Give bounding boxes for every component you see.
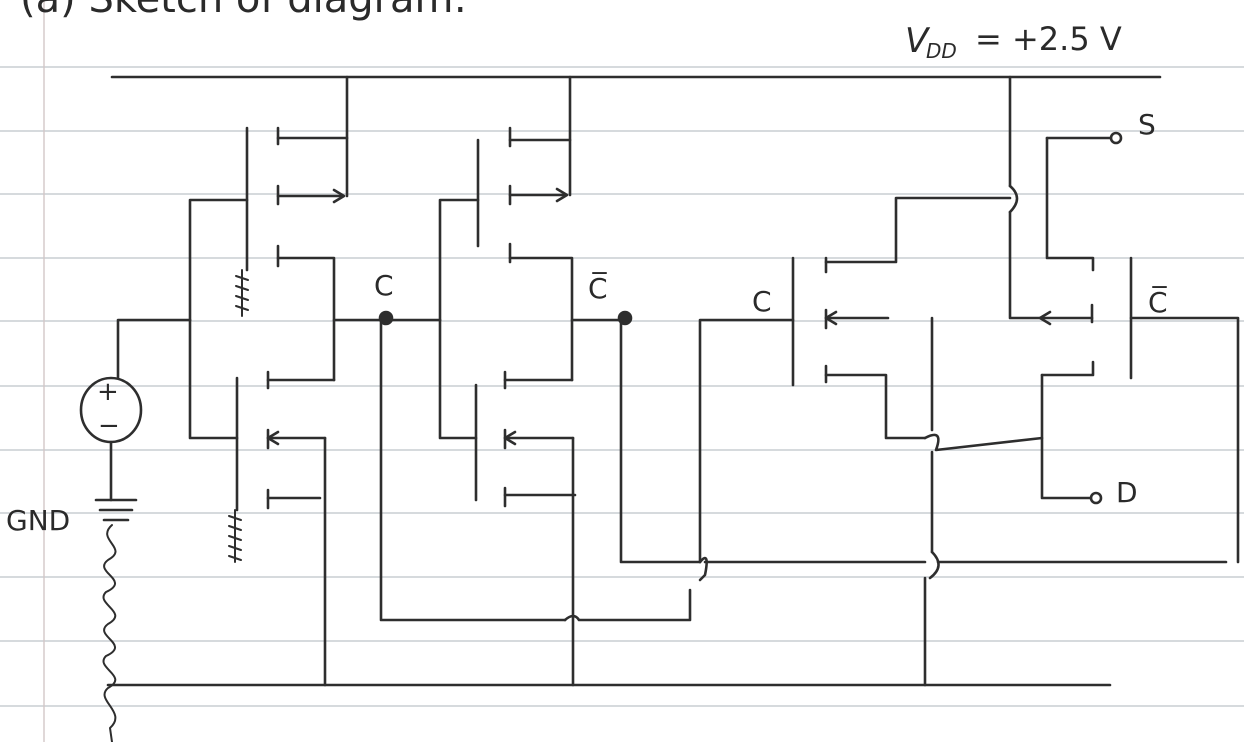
node-cbar2-label: C̅: [1148, 285, 1168, 319]
node-c1-dot: [378, 310, 394, 326]
node-c2-label: C: [752, 285, 772, 318]
ground-scribble: [102, 524, 117, 742]
terminal-d-label: D: [1116, 476, 1138, 509]
vdd-label-value: = +2.5 V: [975, 20, 1122, 58]
terminal-d-dot: [1089, 491, 1103, 505]
gnd-label: GND: [6, 504, 70, 537]
terminal-s-label: S: [1138, 108, 1156, 141]
node-c1-label: C: [374, 269, 394, 302]
vdd-label-subscript: DD: [926, 39, 957, 63]
vdd-label-v: V: [905, 21, 931, 61]
source-minus-sign: −: [98, 411, 120, 441]
node-cbar1-label: C̅: [588, 271, 608, 305]
schematic-wires: [79, 75, 1240, 742]
terminal-s-dot: [1109, 131, 1123, 145]
page-heading: (a) Sketch of diagram:: [20, 0, 467, 22]
source-plus-sign: +: [97, 377, 119, 407]
source-top-wire: [116, 318, 192, 380]
vdd-label: V DD = +2.5 V: [905, 20, 1122, 63]
